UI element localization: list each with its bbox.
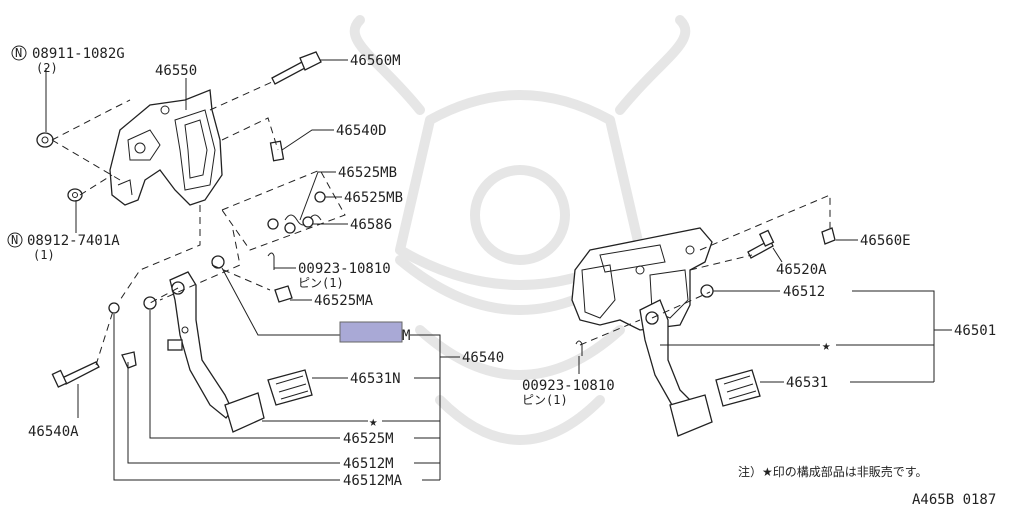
leader-lines (45, 59, 952, 481)
label-46512MA: 46512MA (343, 473, 403, 489)
label-46525MB-a: 46525MB (338, 165, 397, 181)
guide-lines-right (579, 194, 831, 346)
label-46520A: 46520A (776, 262, 827, 278)
label-46512: 46512 (783, 284, 825, 300)
label-00923-right: 00923-10810 (522, 378, 615, 394)
label-46560E: 46560E (860, 233, 911, 249)
label-46540D: 46540D (336, 123, 387, 139)
guide-lines-left (51, 81, 346, 366)
label-46525MA: 46525MA (314, 293, 374, 309)
brake-pedal-assembly-46501 (571, 227, 713, 421)
label-46586: 46586 (350, 217, 392, 233)
spring-46586 (284, 214, 322, 234)
watermark-emblem (349, 15, 691, 445)
clip-46560E (821, 227, 836, 245)
bushing-46512 (700, 284, 714, 298)
pedal-pad-left (224, 392, 265, 433)
label-46540A: 46540A (28, 424, 79, 440)
label-46525MB-b: 46525MB (344, 190, 403, 206)
star-mark-right: ★ (822, 338, 831, 354)
pedal-bracket-46550 (109, 89, 223, 206)
bolt-46540D (269, 140, 285, 162)
footnote: 注）★印の構成部品は非販売です。 (738, 464, 928, 479)
label-00923-left-qty: ピン(1) (298, 276, 344, 290)
diagram-id: A465B 0187 (912, 492, 996, 508)
n-mark-letter: N (15, 46, 22, 60)
star-mark-left: ★ (369, 414, 378, 430)
bushing-46525MB-a (314, 191, 326, 203)
bolt-46560M (271, 51, 322, 85)
label-00923-left: 00923-10810 (298, 261, 391, 277)
clutch-pedal-arm (167, 271, 233, 419)
label-46540-suffix: M (402, 328, 410, 344)
pedal-pad-46531N (267, 369, 313, 406)
n-mark-icon (11, 45, 27, 61)
pedal-pad-right (669, 394, 713, 437)
callout-labels: N 08911-1082G (2) N 08912-7401A (1) 4655… (7, 45, 996, 508)
label-46512M: 46512M (343, 456, 394, 472)
pedal-pad-46531 (715, 369, 761, 407)
label-46531: 46531 (786, 375, 828, 391)
n-mark-icon (7, 232, 23, 248)
nut-08912 (67, 188, 83, 202)
label-46540: 46540 (462, 350, 504, 366)
label-00923-right-qty: ピン(1) (522, 393, 568, 407)
label-08912: 08912-7401A (27, 233, 120, 249)
label-46531N: 46531N (350, 371, 401, 387)
bushings-left (108, 255, 225, 369)
bushing-46525MB-b (267, 218, 279, 230)
bolt-46540A (51, 361, 100, 388)
label-46501: 46501 (954, 323, 996, 339)
label-46560M: 46560M (350, 53, 401, 69)
label-46525M: 46525M (343, 431, 394, 447)
nut-08911 (36, 132, 54, 148)
pin-00923-left (267, 252, 275, 270)
clip-46525MA (274, 285, 293, 303)
label-08911: 08911-1082G (32, 46, 125, 62)
bolt-46520A (747, 229, 775, 259)
label-46550: 46550 (155, 63, 197, 79)
label-08912-qty: (1) (33, 248, 55, 262)
highlight-box-46540 (339, 321, 403, 343)
n-mark-letter: N (11, 233, 18, 247)
label-08911-qty: (2) (36, 61, 58, 75)
